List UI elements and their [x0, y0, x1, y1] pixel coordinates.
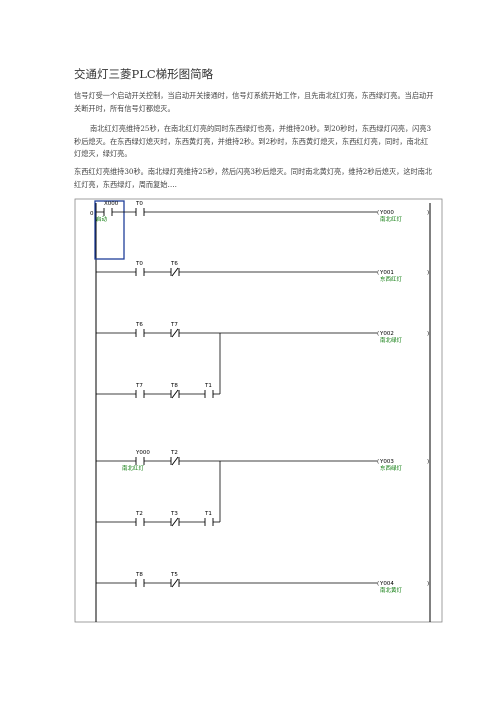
contact-t0-no-label: T0	[135, 261, 143, 267]
coil-y004-comment: 南北黄灯	[380, 586, 403, 594]
paragraph-1: 信号灯受一个启动开关控制，当启动开关接通时，信号灯系统开始工作，且先南北红灯亮，…	[74, 91, 434, 113]
contact-t8-nc-label: T8	[170, 383, 178, 389]
coil-y000-open: (	[377, 210, 379, 216]
contact-t6-nc-label: T6	[170, 261, 178, 267]
contact-y000-no-label: Y000	[135, 450, 150, 456]
contact-t6-nc-slash	[171, 267, 179, 277]
ladder-frame	[74, 198, 443, 623]
contact-t7-nc-slash	[171, 328, 179, 338]
paragraph-3: 东西红灯亮维持30秒。南北绿灯亮维持25秒，然后闪亮3秒后熄灭。同时南北黄灯亮，…	[74, 167, 433, 189]
coil-y004-open: (	[377, 581, 379, 587]
coil-y002-close: )	[427, 331, 429, 337]
step-number: 0	[90, 211, 94, 217]
contact-t3-nc-slash	[171, 517, 179, 527]
contact-x000-no-label: X000	[104, 201, 119, 207]
contact-t8-no-label: T8	[135, 572, 143, 578]
contact-t7-no-label: T7	[135, 383, 143, 389]
contact-t8-nc-slash	[171, 389, 179, 399]
coil-y004-close: )	[427, 581, 429, 587]
contact-t7-nc-label: T7	[170, 322, 178, 328]
contact-t3-nc-label: T3	[170, 511, 178, 517]
contact-t2-no-label: T2	[135, 511, 143, 517]
coil-y002-label: Y002	[379, 331, 394, 337]
paragraph-2: 南北红灯亮维持25秒，在南北红灯亮的同时东西绿灯也亮，并维持20秒。到20秒时，…	[74, 124, 432, 158]
coil-y004-label: Y004	[379, 581, 394, 587]
doc-title: 交通灯三菱PLC梯形图简略	[74, 67, 214, 81]
coil-y003-label: Y003	[379, 459, 394, 465]
coil-y001-label: Y001	[379, 270, 394, 276]
coil-y001-comment: 东西红灯	[380, 275, 403, 283]
contact-x000-no-comment: 启动	[96, 215, 108, 223]
selection-cursor[interactable]	[94, 200, 125, 260]
contact-t5-nc-label: T5	[170, 572, 178, 578]
coil-y002-comment: 南北绿灯	[380, 336, 403, 344]
contact-t6-no-label: T6	[135, 322, 143, 328]
coil-y003-open: (	[377, 459, 379, 465]
coil-y003-close: )	[427, 459, 429, 465]
coil-y003-comment: 东西绿灯	[380, 464, 403, 472]
contact-t1-no-label: T1	[204, 383, 212, 389]
coil-y002-open: (	[377, 331, 379, 337]
coil-y000-comment: 南北红灯	[380, 215, 403, 223]
contact-t2-nc-label: T2	[170, 450, 178, 456]
coil-y001-close: )	[427, 270, 429, 276]
contact-t1-no-label: T1	[204, 511, 212, 517]
coil-y000-label: Y000	[379, 210, 394, 216]
coil-y001-open: (	[377, 270, 379, 276]
contact-y000-no-comment: 南北红灯	[122, 464, 145, 472]
contact-t0-no-label: T0	[135, 201, 143, 207]
contact-t5-nc-slash	[171, 578, 179, 588]
coil-y000-close: )	[427, 210, 429, 216]
contact-t2-nc-slash	[171, 456, 179, 466]
